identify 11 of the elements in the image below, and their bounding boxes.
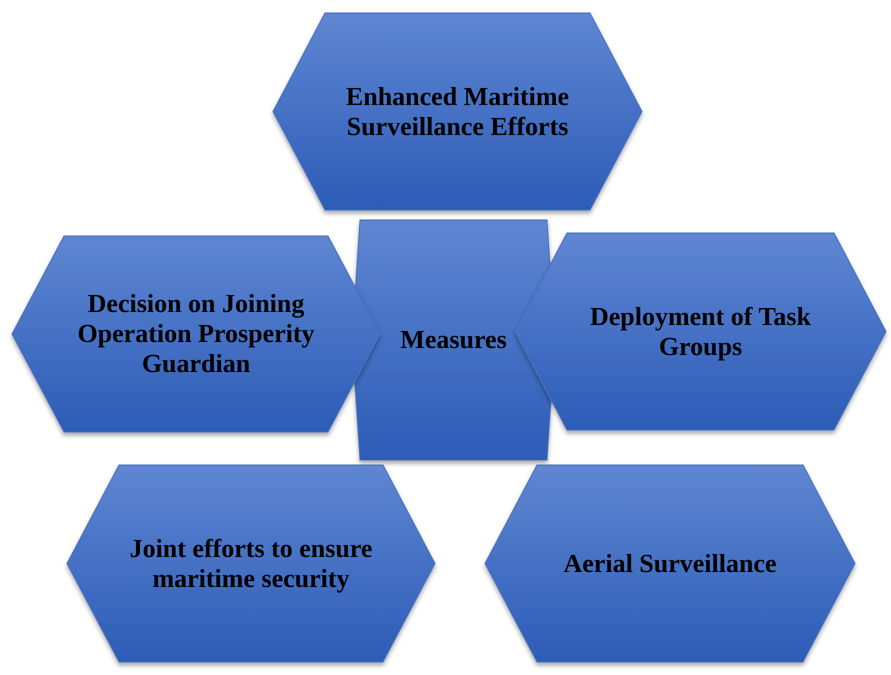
- hexagon-label: Aerial Surveillance: [562, 548, 778, 578]
- hexagon-shape: [485, 465, 855, 662]
- hexagon-label: Decision on Joining Operation Prosperity Guardian: [76, 289, 316, 379]
- hexagon-shape: [12, 236, 380, 432]
- hexagon-shape: [273, 13, 642, 210]
- hexagon-label: Measures: [399, 325, 508, 355]
- hexagon-shape: [515, 233, 886, 430]
- hexagon-label: Deployment of Task Groups: [588, 302, 812, 362]
- hexagon-label: Joint efforts to ensure maritime security: [128, 534, 374, 594]
- hexagon-label: Enhanced Maritime Surveillance Efforts: [344, 82, 570, 142]
- hexagon-shape: [67, 465, 435, 662]
